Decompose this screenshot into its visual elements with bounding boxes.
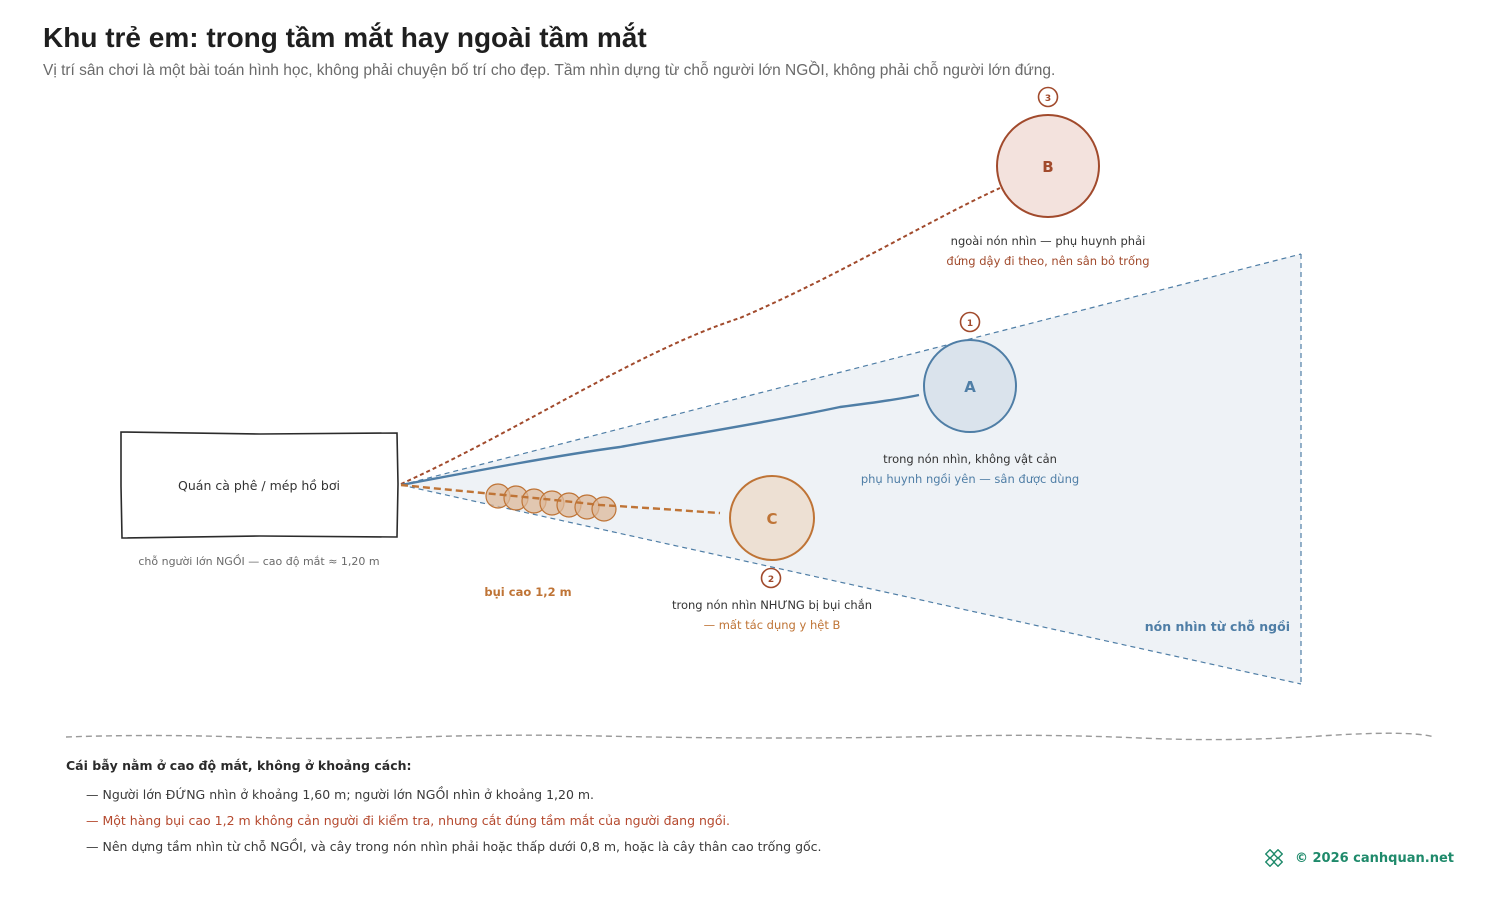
- zone-a-letter: A: [964, 378, 976, 396]
- note-eye-heights: — Người lớn ĐỨNG nhìn ở khoảng 1,60 m; n…: [86, 787, 595, 802]
- page-subtitle: Vị trí sân chơi là một bài toán hình học…: [43, 62, 1056, 79]
- view-cone-lower-edge: [400, 484, 1302, 685]
- zone-a-badge: [959, 311, 981, 333]
- zone-a-line2: phụ huynh ngồi yên — sân được dùng: [861, 472, 1079, 486]
- view-cone-label: nón nhìn từ chỗ ngồi: [1145, 619, 1290, 634]
- credit: © 2026 canhquan.net: [1264, 849, 1454, 867]
- zone-b-letter: B: [1042, 158, 1053, 176]
- view-cone: [401, 254, 1301, 684]
- seat-caption: chỗ người lớn NGỒI — cao độ mắt ≈ 1,20 m: [138, 554, 379, 568]
- zone-c-badge: [760, 567, 782, 589]
- zone-c-badge-number: 2: [768, 575, 774, 585]
- zone-a-badge-number: 1: [967, 319, 973, 329]
- hedge-row: [485, 483, 617, 522]
- leaf-knot-icon: [1264, 849, 1283, 867]
- zone-c-circle: [729, 475, 815, 561]
- zone-b-circle: [996, 114, 1100, 218]
- zone-b-line2: đứng dậy đi theo, nên sân bỏ trống: [946, 254, 1149, 268]
- seat-box: [120, 431, 399, 539]
- zone-c-line1: trong nón nhìn NHƯNG bị bụi chắn: [672, 598, 872, 612]
- zone-a-circle: [923, 339, 1017, 433]
- zone-c-letter: C: [766, 510, 777, 528]
- view-cone-upper-edge: [400, 253, 1302, 486]
- sightline-to-a: [400, 393, 920, 487]
- zone-a-line1: trong nón nhìn, không vật cản: [883, 452, 1057, 466]
- sightline-to-c: [400, 483, 721, 515]
- note-recommendation: — Nên dựng tầm nhìn từ chỗ NGỒI, và cây …: [86, 839, 822, 854]
- hedge-label: bụi cao 1,2 m: [484, 585, 571, 599]
- notes-heading: Cái bẫy nằm ở cao độ mắt, không ở khoảng…: [66, 758, 412, 773]
- zone-b-line1: ngoài nón nhìn — phụ huynh phải: [951, 234, 1146, 248]
- credit-link[interactable]: © 2026 canhquan.net: [1294, 850, 1454, 866]
- notes-section: Cái bẫy nằm ở cao độ mắt, không ở khoảng…: [66, 758, 822, 865]
- sightline-to-b: [400, 187, 1001, 485]
- hedge-shrub: [591, 496, 617, 522]
- seat-label: Quán cà phê / mép hồ bơi: [178, 478, 340, 493]
- zone-b-badge: [1037, 86, 1059, 108]
- zone-c-line2: — mất tác dụng y hệt B: [704, 618, 841, 632]
- note-hedge-warning: — Một hàng bụi cao 1,2 m không cản người…: [86, 813, 730, 828]
- section-divider: [65, 732, 1435, 741]
- zone-b-badge-number: 3: [1045, 94, 1051, 104]
- page-title: Khu trẻ em: trong tầm mắt hay ngoài tầm …: [43, 22, 647, 53]
